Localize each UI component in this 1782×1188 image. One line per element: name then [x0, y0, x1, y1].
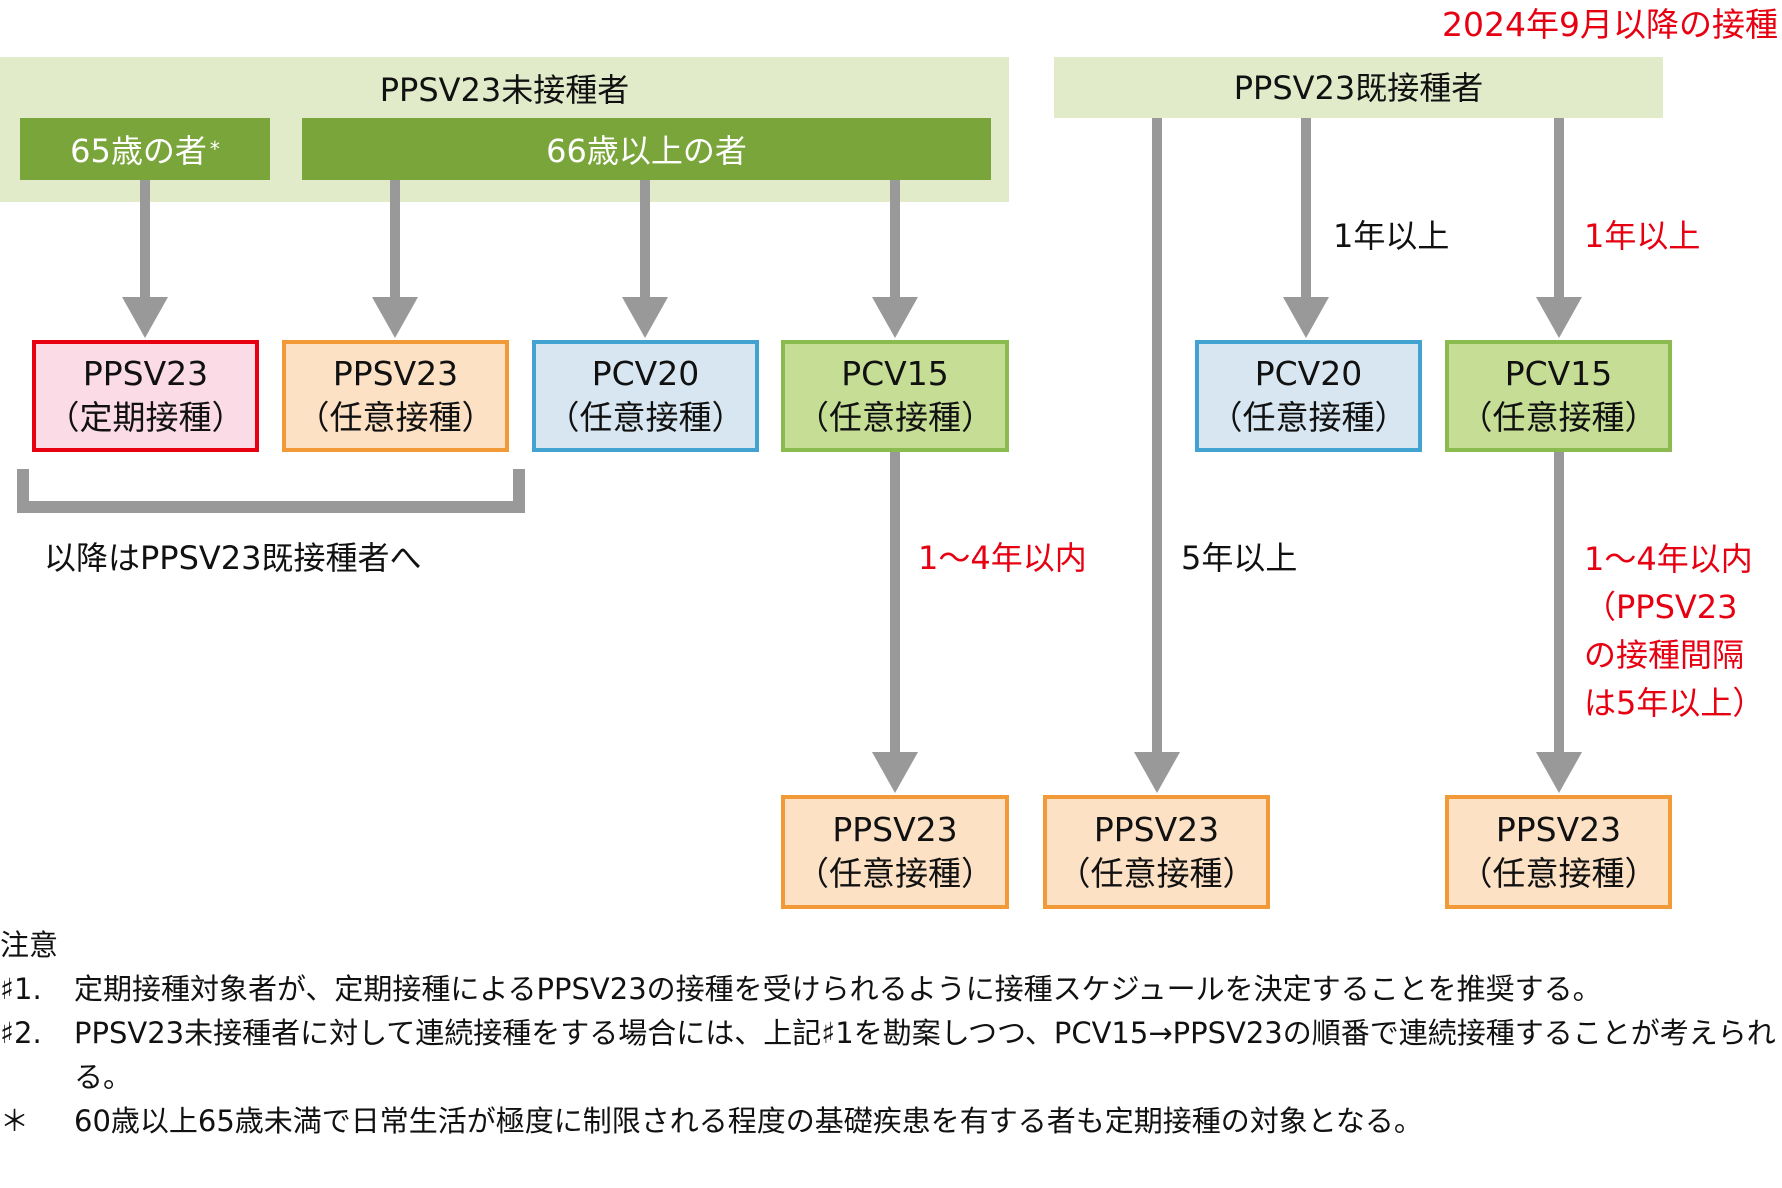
interval-right-line-2: （PPSV23 [1584, 588, 1738, 626]
group-age-66-plus-label: 66歳以上の者 [546, 132, 747, 170]
arrow-vaccinated-to-pcv20 [1283, 118, 1329, 338]
box-pcv15-left-type: （任意接種） [796, 398, 994, 437]
box-ppsv23-optional: PPSV23 （任意接種） [282, 340, 509, 452]
vaccinated-panel-label: PPSV23既接種者 [1233, 69, 1484, 107]
interval-right-line-1: 1〜4年以内 [1584, 540, 1753, 578]
note-item-1-mark: ♯1. [0, 972, 42, 1006]
box-ppsv23-after-ppsv23-type: （任意接種） [1057, 854, 1256, 893]
notes-section: 注意 ♯1. 定期接種対象者が、定期接種によるPPSV23の接種を受けられるよう… [0, 923, 1782, 1143]
note-item-asterisk-mark: ＊ [0, 1104, 30, 1138]
arrow-vaccinated-to-pcv15 [1536, 118, 1582, 338]
group-age-66-plus: 66歳以上の者 [302, 118, 991, 180]
interval-pcv15-label: 1年以上 [1584, 217, 1701, 255]
box-ppsv23-optional-type: （任意接種） [296, 398, 495, 437]
diagram-title: 2024年9月以降の接種 [1442, 5, 1778, 44]
box-pcv20-right-name: PCV20 [1254, 354, 1363, 393]
group-age-65-label: 65歳の者 [70, 132, 207, 170]
arrow-66-to-pcv20 [622, 180, 668, 338]
interval-right-pcv15-ppsv23-label: 1〜4年以内 （PPSV23 の接種間隔 は5年以上） [1584, 535, 1764, 727]
box-pcv15-right-name: PCV15 [1504, 354, 1613, 393]
interval-pcv20-label: 1年以上 [1333, 217, 1450, 255]
interval-right-line-3: の接種間隔 [1584, 636, 1745, 674]
box-ppsv23-routine: PPSV23 （定期接種） [32, 340, 259, 452]
box-ppsv23-after-pcv15-left: PPSV23 （任意接種） [781, 795, 1009, 909]
box-ppsv23-after-pcv15-right-type: （任意接種） [1459, 854, 1658, 893]
arrow-vaccinated-to-ppsv23 [1134, 118, 1180, 793]
notes-heading: 注意 [0, 928, 59, 962]
box-ppsv23-after-pcv15-left-name: PPSV23 [832, 810, 958, 849]
box-pcv15-right-type: （任意接種） [1459, 398, 1658, 437]
box-pcv20-left-type: （任意接種） [546, 398, 745, 437]
vaccinated-panel: PPSV23既接種者 [1054, 57, 1663, 118]
note-item-asterisk: ＊ 60歳以上65歳未満で日常生活が極度に制限される程度の基礎疾患を有する者も定… [0, 1099, 1782, 1143]
note-item-2-text: PPSV23未接種者に対して連続接種をする場合には、上記♯1を勘案しつつ、PCV… [74, 1016, 1776, 1094]
interval-right-line-4: は5年以上） [1584, 684, 1765, 722]
arrow-66-to-ppsv23-optional [372, 180, 418, 338]
note-item-asterisk-text: 60歳以上65歳未満で日常生活が極度に制限される程度の基礎疾患を有する者も定期接… [74, 1104, 1423, 1138]
arrow-66-to-pcv15 [872, 180, 918, 338]
bracket [17, 469, 525, 513]
unvaccinated-panel-label: PPSV23未接種者 [379, 71, 630, 109]
box-ppsv23-routine-type: （定期接種） [46, 398, 245, 437]
bracket-label: 以降はPPSV23既接種者へ [44, 539, 422, 577]
box-ppsv23-routine-name: PPSV23 [82, 354, 209, 393]
box-pcv15-left-name: PCV15 [841, 354, 949, 393]
box-ppsv23-after-ppsv23: PPSV23 （任意接種） [1043, 795, 1270, 909]
note-item-1: ♯1. 定期接種対象者が、定期接種によるPPSV23の接種を受けられるように接種… [0, 967, 1782, 1011]
box-ppsv23-after-ppsv23-name: PPSV23 [1093, 810, 1220, 849]
box-pcv20-left: PCV20 （任意接種） [532, 340, 759, 452]
box-pcv15-left: PCV15 （任意接種） [781, 340, 1009, 452]
box-pcv15-right: PCV15 （任意接種） [1445, 340, 1672, 452]
arrow-65-to-ppsv23-routine [122, 180, 168, 338]
group-age-65: 65歳の者* [20, 118, 270, 180]
asterisk-mark: * [209, 137, 220, 161]
box-pcv20-right-type: （任意接種） [1209, 398, 1408, 437]
arrow-pcv15-to-ppsv23-left [872, 452, 918, 793]
interval-left-pcv15-ppsv23-label: 1〜4年以内 [918, 539, 1087, 577]
note-item-1-text: 定期接種対象者が、定期接種によるPPSV23の接種を受けられるように接種スケジュ… [74, 972, 1602, 1006]
box-pcv20-left-name: PCV20 [591, 354, 700, 393]
note-item-2: ♯2. PPSV23未接種者に対して連続接種をする場合には、上記♯1を勘案しつつ… [0, 1011, 1782, 1099]
interval-ppsv23-ppsv23-label: 5年以上 [1181, 539, 1298, 577]
box-ppsv23-after-pcv15-left-type: （任意接種） [796, 854, 994, 893]
box-ppsv23-optional-name: PPSV23 [332, 354, 459, 393]
arrow-pcv15-to-ppsv23-right [1536, 452, 1582, 793]
note-item-2-mark: ♯2. [0, 1016, 42, 1050]
box-ppsv23-after-pcv15-right-name: PPSV23 [1495, 810, 1622, 849]
box-pcv20-right: PCV20 （任意接種） [1195, 340, 1422, 452]
box-ppsv23-after-pcv15-right: PPSV23 （任意接種） [1445, 795, 1672, 909]
